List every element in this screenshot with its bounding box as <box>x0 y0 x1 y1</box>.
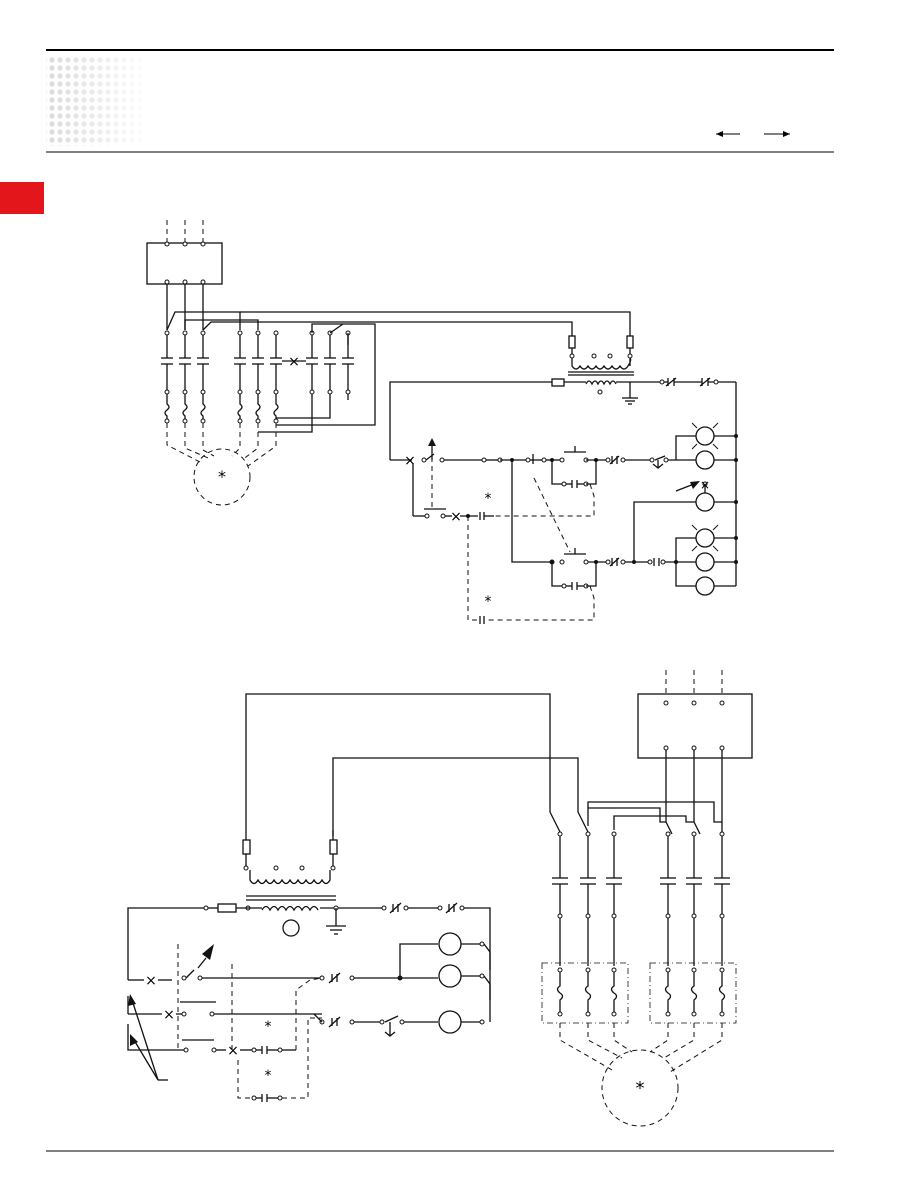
section-tab <box>0 182 44 214</box>
contactor-poles-top: × <box>161 330 354 395</box>
overload-heaters-bottom <box>556 967 726 1017</box>
arrow-left-icon <box>716 131 740 137</box>
disconnect-box-bottom <box>637 693 753 759</box>
overload-relay-left <box>541 962 629 1024</box>
overload-relay-right <box>649 962 737 1024</box>
svg-text:*: * <box>265 1068 272 1084</box>
svg-text:*: * <box>636 1078 645 1099</box>
disconnect-box <box>146 242 223 285</box>
svg-text:*: * <box>485 491 492 507</box>
overload-heaters-top <box>164 394 279 424</box>
control-rung-1: × <box>390 438 738 470</box>
page-header <box>46 49 834 153</box>
arrow-right-icon <box>764 131 790 137</box>
control-transformer-bottom <box>242 830 338 937</box>
svg-text:×: × <box>145 973 157 989</box>
motor-top <box>193 448 251 506</box>
svg-text:*: * <box>485 594 492 610</box>
motor-marker: * <box>218 467 226 486</box>
svg-text:×: × <box>288 354 300 370</box>
svg-text:×: × <box>163 1007 175 1023</box>
svg-text:×: × <box>700 478 710 492</box>
bottom-wiring-diagram: * <box>127 670 753 1127</box>
svg-text:*: * <box>265 1019 272 1035</box>
control-transformer-top <box>568 326 634 386</box>
top-wiring-diagram: × * <box>146 220 738 624</box>
motor-bottom <box>601 1049 679 1127</box>
svg-text:×: × <box>227 1043 239 1059</box>
svg-text:×: × <box>404 453 416 469</box>
contactor-poles-bottom <box>552 831 730 966</box>
header-dot-pattern <box>46 56 150 146</box>
svg-text:×: × <box>450 509 462 525</box>
